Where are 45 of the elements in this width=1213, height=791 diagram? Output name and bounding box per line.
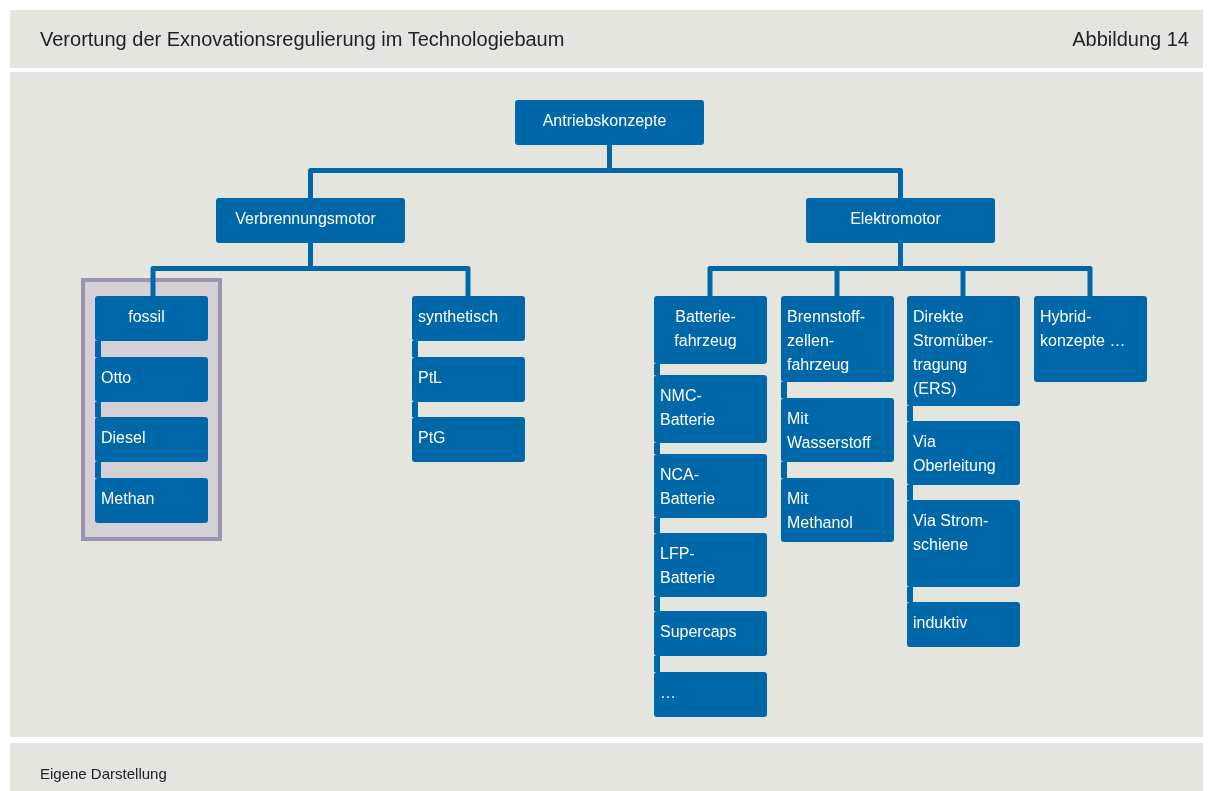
connector-line	[607, 145, 903, 198]
category-box: Hybrid- konzepte …	[1034, 296, 1147, 382]
connector-line	[907, 587, 913, 602]
category-box: fossil	[95, 296, 208, 341]
connector-line	[654, 364, 660, 375]
connector-line	[907, 406, 913, 421]
category-box: Otto	[95, 357, 208, 402]
connector-line	[781, 462, 787, 478]
category-box: Via Oberleitung	[907, 421, 1020, 485]
category-box: Batterie- fahrzeug	[654, 296, 767, 364]
category-box: Direkte Stromüber- tragung (ERS)	[907, 296, 1020, 406]
category-box: Diesel	[95, 417, 208, 462]
source-note: Eigene Darstellung	[40, 765, 167, 782]
category-box: Mit Methanol	[781, 478, 894, 542]
category-box: induktiv	[907, 602, 1020, 647]
connector-line	[95, 402, 101, 417]
connector-line	[654, 518, 660, 533]
connector-line	[308, 243, 471, 296]
category-box: Antriebskonzepte	[515, 100, 704, 145]
connector-line	[412, 402, 418, 417]
category-box: NMC- Batterie	[654, 375, 767, 443]
category-box: Supercaps	[654, 611, 767, 656]
connector-line	[412, 341, 418, 357]
figure-title: Verortung der Exnovationsregulierung im Technologiebaum	[40, 28, 565, 51]
category-box: Mit Wasserstoff	[781, 398, 894, 462]
connector-line	[95, 462, 101, 478]
category-box: …	[654, 672, 767, 717]
connector-line	[654, 597, 660, 611]
highlight-frame	[81, 278, 222, 541]
category-box: Methan	[95, 478, 208, 523]
connector-line	[781, 382, 787, 398]
category-box: Brennstoff- zellen- fahrzeug	[781, 296, 894, 382]
category-box: NCA- Batterie	[654, 454, 767, 518]
connector-line	[95, 341, 101, 357]
connector-line	[907, 485, 913, 500]
connector-line	[654, 656, 660, 672]
category-box: Verbrennungsmotor	[216, 198, 405, 243]
connector-line	[654, 443, 660, 454]
figure-number: Abbildung 14	[1072, 28, 1189, 51]
category-box: Elektromotor	[806, 198, 995, 243]
category-box: LFP- Batterie	[654, 533, 767, 597]
category-box: PtG	[412, 417, 525, 462]
category-box: synthetisch	[412, 296, 525, 341]
category-box: PtL	[412, 357, 525, 402]
category-box: Via Strom- schiene	[907, 500, 1020, 587]
